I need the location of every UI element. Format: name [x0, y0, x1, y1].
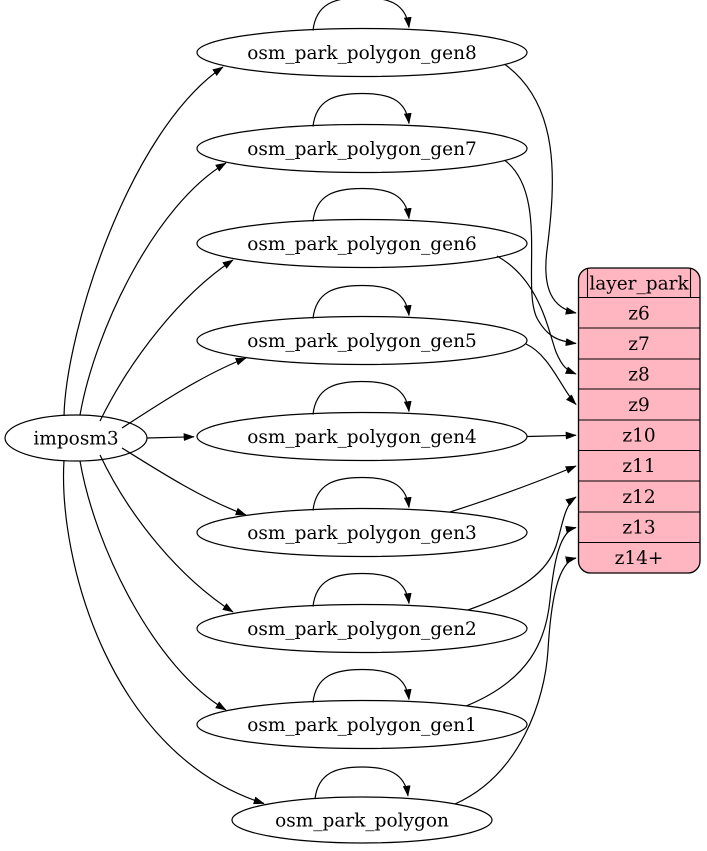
selfloop-gen3	[312, 476, 412, 511]
edge-imposm3-gen1	[79, 460, 227, 711]
gen8-label: osm_park_polygon_gen8	[247, 43, 477, 64]
gen7-label: osm_park_polygon_gen7	[247, 139, 477, 160]
node-osm-park-polygon-gen4: osm_park_polygon_gen4	[196, 411, 528, 462]
edge-imposm3-gen8	[63, 66, 224, 417]
gen2-label: osm_park_polygon_gen2	[247, 619, 477, 640]
edge-imposm3-gen2	[99, 454, 234, 613]
edge-gen1-z13	[465, 525, 577, 707]
node-osm-park-polygon-gen7: osm_park_polygon_gen7	[196, 123, 528, 174]
selfloop-gen5	[312, 284, 412, 319]
edge-imposm3-gen5	[121, 357, 247, 429]
node-osm-park-polygon-gen5: osm_park_polygon_gen5	[196, 315, 528, 366]
edge-imposm3-gen6	[99, 259, 234, 422]
gen3-ellipse	[196, 507, 528, 558]
selfloop-gen2	[312, 572, 412, 607]
row-z13: z13	[622, 518, 655, 539]
selfloop-gen6	[312, 187, 412, 222]
edge-gen3-z11	[449, 465, 577, 513]
gen1-ellipse	[196, 699, 528, 750]
edge-imposm3-gen4	[146, 433, 195, 441]
gen5-ellipse	[196, 315, 528, 366]
edge-gen5-z9	[525, 343, 577, 406]
node-osm-park-polygon-gen2: osm_park_polygon_gen2	[196, 603, 528, 654]
gen7-ellipse	[196, 123, 528, 174]
gen4-label: osm_park_polygon_gen4	[247, 427, 477, 448]
gen6-ellipse	[196, 218, 528, 269]
row-z11: z11	[622, 456, 655, 477]
edge-gen7-z7	[504, 160, 577, 346]
edge-gen4-z10	[526, 431, 577, 440]
selfloop-gen8	[312, 0, 412, 31]
edge-imposm3-gen3	[121, 447, 247, 516]
node-imposm3: imposm3	[4, 414, 148, 462]
edge-imposm3-base	[62, 459, 265, 805]
gen5-label: osm_park_polygon_gen5	[247, 331, 477, 352]
imposm3-label: imposm3	[33, 429, 118, 450]
row-z14plus: z14+	[615, 548, 664, 569]
edge-gen2-z12	[467, 496, 577, 611]
node-osm-park-polygon-gen6: osm_park_polygon_gen6	[196, 218, 528, 269]
edge-imposm3-gen7	[79, 162, 227, 416]
selfloop-gen7	[312, 92, 412, 127]
node-layer-park: layer_park z6 z7 z8 z9 z10 z11 z12 z13 z…	[577, 267, 701, 574]
node-osm-park-polygon-gen3: osm_park_polygon_gen3	[196, 507, 528, 558]
selfloop-gen4	[312, 380, 412, 415]
node-osm-park-polygon-gen8: osm_park_polygon_gen8	[196, 27, 528, 78]
gen1-label: osm_park_polygon_gen1	[247, 715, 477, 736]
selfloop-gen1	[312, 668, 412, 703]
edge-gen8-z6	[504, 64, 577, 315]
edge-gen6-z8	[496, 255, 577, 375]
gen3-label: osm_park_polygon_gen3	[247, 523, 477, 544]
row-z12: z12	[622, 487, 655, 508]
selfloop-base	[314, 766, 411, 800]
gen6-label: osm_park_polygon_gen6	[247, 234, 477, 255]
node-osm-park-polygon-gen1: osm_park_polygon_gen1	[196, 699, 528, 750]
base-ellipse	[231, 796, 493, 844]
node-osm-park-polygon: osm_park_polygon	[231, 796, 493, 844]
row-z9: z9	[628, 395, 650, 416]
layer-park-title: layer_park	[589, 274, 689, 295]
base-label: osm_park_polygon	[275, 811, 449, 832]
row-z7: z7	[628, 334, 650, 355]
row-z10: z10	[622, 426, 655, 447]
row-z8: z8	[628, 365, 650, 386]
gen8-ellipse	[196, 27, 528, 78]
edge-base-z14plus	[454, 556, 577, 805]
gen2-ellipse	[196, 603, 528, 654]
row-z6: z6	[628, 304, 650, 325]
